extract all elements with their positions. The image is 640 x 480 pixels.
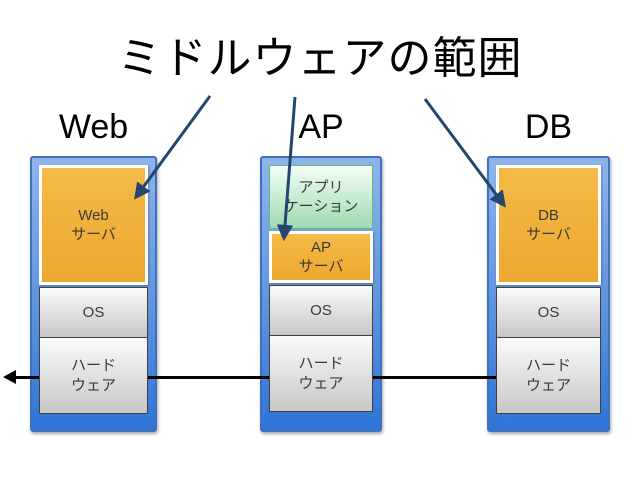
stack-container-db: DB サーバ OS ハード ウェア: [487, 156, 610, 432]
web-server-label-line1: Web: [78, 206, 109, 224]
web-os-box: OS: [39, 287, 148, 338]
slide-title: ミドルウェアの範囲: [117, 34, 523, 83]
column-header-db: DB: [524, 108, 573, 146]
db-server-label-line1: DB: [538, 206, 559, 224]
ap-hardware-label-line2: ウェア: [298, 374, 344, 392]
ap-os-box: OS: [269, 285, 373, 336]
ap-server-label-line1: AP: [310, 238, 331, 256]
web-server-box: Web サーバ: [39, 165, 148, 285]
ap-application-label-line1: アプリ: [298, 178, 344, 196]
web-hardware-label-line1: ハード: [70, 357, 116, 374]
db-server-label-line2: サーバ: [526, 226, 571, 243]
db-hardware-box: ハード ウェア: [496, 337, 601, 414]
ap-application-box: アプリ ケーション: [269, 165, 373, 229]
web-hardware-box: ハード ウェア: [39, 337, 148, 414]
ap-hardware-label-line1: ハード: [298, 355, 344, 372]
stack-container-ap: アプリ ケーション AP サーバ OS ハード ウェア: [260, 156, 382, 432]
db-server-box: DB サーバ: [496, 165, 601, 285]
db-os-box: OS: [496, 287, 601, 338]
column-header-ap: AP: [298, 108, 344, 146]
hardware-bus-arrowhead-icon: [3, 370, 16, 384]
ap-application-label-line2: ケーション: [283, 198, 359, 215]
stack-container-web: Web サーバ OS ハード ウェア: [30, 156, 157, 432]
hardware-bus-line: [12, 376, 500, 379]
db-hardware-label-line2: ウェア: [525, 376, 571, 394]
web-server-label-line2: サーバ: [71, 226, 116, 243]
web-hardware-label-line2: ウェア: [70, 376, 116, 394]
ap-hardware-box: ハード ウェア: [269, 335, 373, 412]
db-hardware-label-line1: ハード: [525, 357, 571, 374]
column-header-web: Web: [58, 108, 129, 146]
ap-server-label-line2: サーバ: [298, 258, 344, 275]
ap-server-box: AP サーバ: [269, 231, 373, 283]
